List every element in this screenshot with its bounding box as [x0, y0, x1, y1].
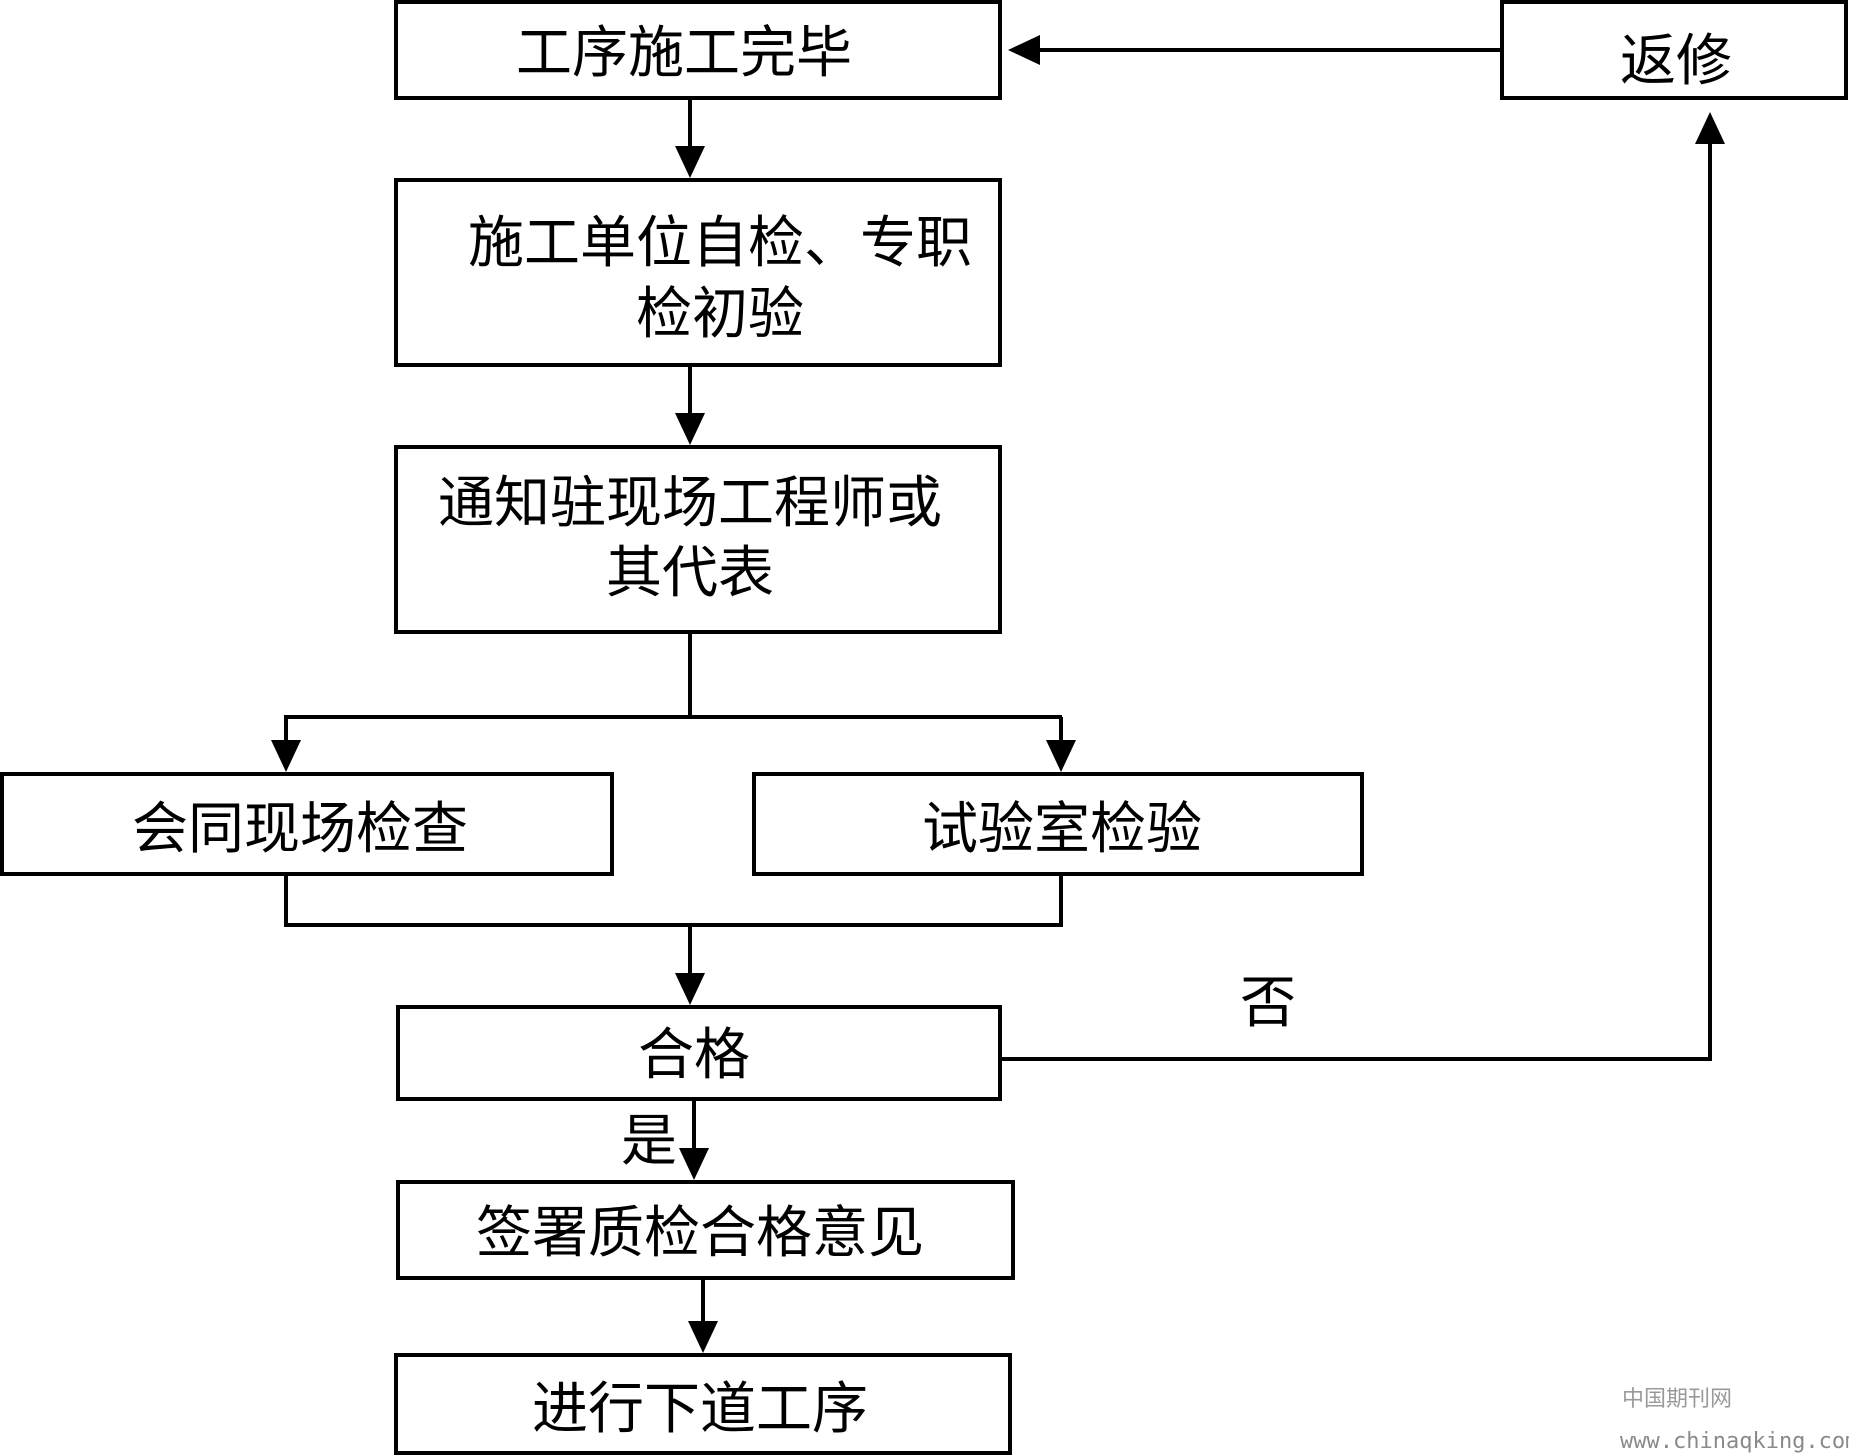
node-joint-inspection-label: 会同现场检查 — [132, 797, 468, 862]
node-notify: 通知驻现场工程师或 其代表 — [394, 445, 1002, 634]
watermark: 中国期刊网 www.chinaqking.com — [1620, 1387, 1849, 1454]
node-step-done-label: 工序施工完毕 — [516, 21, 852, 86]
edge-rework-to-done — [1008, 35, 1502, 65]
node-notify-label-line1: 通知驻现场工程师或 — [438, 471, 942, 536]
node-next-step: 进行下道工序 — [394, 1353, 1012, 1455]
node-lab-test: 试验室检验 — [752, 772, 1364, 876]
node-sign-opinion: 签署质检合格意见 — [396, 1180, 1015, 1280]
edge-notify-split — [271, 632, 1076, 772]
edge-qualified-no: 否 — [1000, 112, 1725, 1061]
node-self-check: 施工单位自检、专职 检初验 — [394, 178, 1002, 367]
node-rework: 返修 — [1500, 0, 1848, 100]
node-qualified: 合格 — [396, 1005, 1002, 1101]
edge-label-no: 否 — [1240, 971, 1296, 1036]
edge-merge-to-qualified — [284, 874, 1063, 1005]
edge-done-to-selfcheck — [675, 98, 705, 178]
node-joint-inspection: 会同现场检查 — [0, 772, 614, 876]
node-lab-test-label: 试验室检验 — [922, 797, 1202, 862]
node-step-done: 工序施工完毕 — [394, 0, 1002, 100]
node-self-check-label-line1: 施工单位自检、专职 — [468, 211, 972, 276]
edge-qualified-yes: 是 — [621, 1099, 709, 1180]
edge-sign-to-next — [688, 1278, 718, 1353]
node-next-step-label: 进行下道工序 — [532, 1377, 868, 1442]
watermark-url: www.chinaqking.com — [1620, 1429, 1849, 1454]
node-qualified-label: 合格 — [638, 1023, 750, 1088]
edge-selfcheck-to-notify — [675, 365, 705, 445]
node-rework-label: 返修 — [1620, 29, 1732, 94]
watermark-site-name: 中国期刊网 — [1622, 1387, 1732, 1412]
node-sign-opinion-label: 签署质检合格意见 — [476, 1201, 924, 1266]
node-notify-label-line2: 其代表 — [606, 541, 774, 606]
node-self-check-label-line2: 检初验 — [636, 282, 804, 347]
edge-label-yes: 是 — [621, 1109, 677, 1174]
